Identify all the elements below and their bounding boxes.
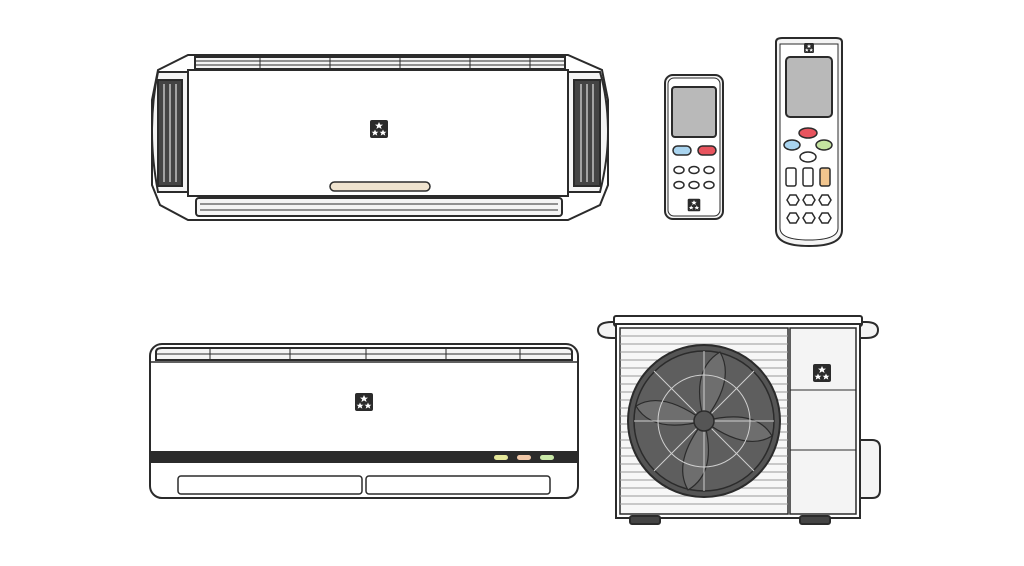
three-star-logo-icon (355, 393, 373, 411)
split-ac-indoor-unit-slim (149, 343, 579, 499)
three-star-logo-icon (687, 198, 701, 212)
remote-control-small (664, 74, 724, 220)
split-ac-indoor-unit-large (150, 54, 610, 221)
three-star-logo-icon (813, 364, 831, 382)
remote-control-large (775, 37, 843, 248)
outdoor-condenser-unit (596, 315, 881, 525)
three-star-logo-icon (804, 43, 814, 53)
three-star-logo-icon (370, 120, 388, 138)
